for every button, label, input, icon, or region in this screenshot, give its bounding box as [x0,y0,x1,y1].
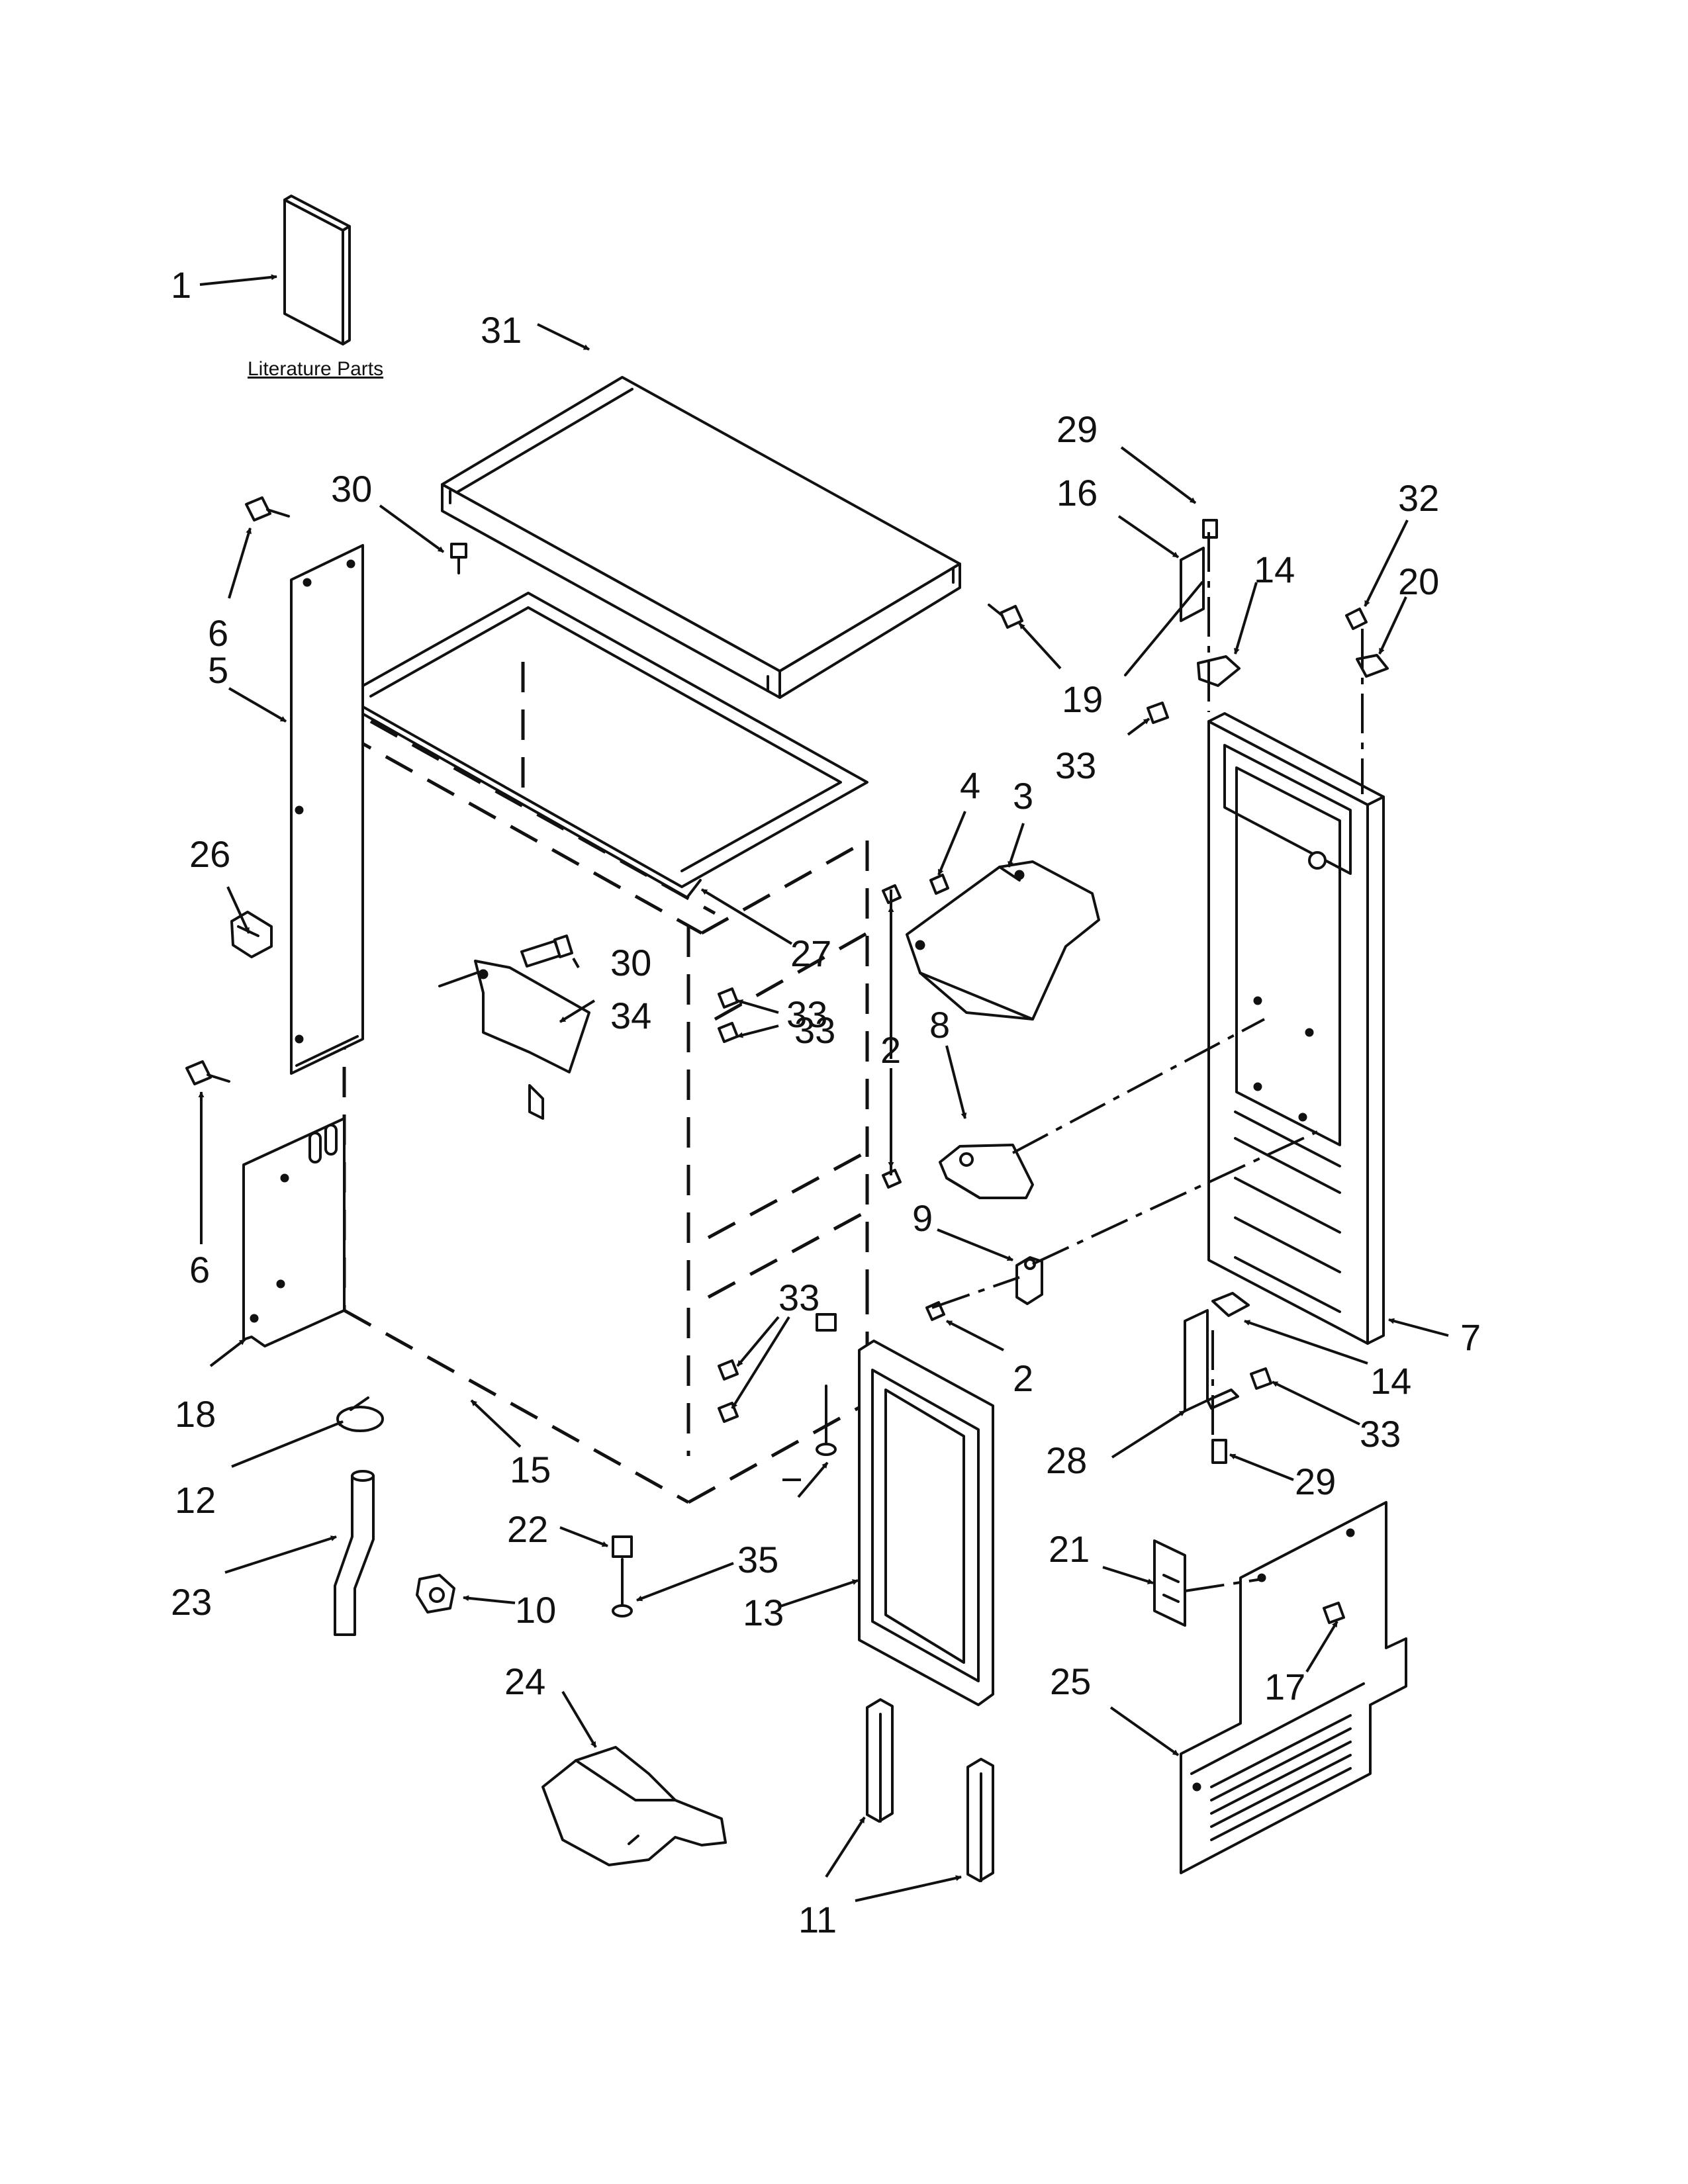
drain-tube [334,1470,375,1636]
tube-clip [230,911,273,958]
callout-19: 19 [1062,678,1103,720]
callout-12: 12 [175,1479,216,1521]
callout-29-bottom: 29 [1295,1461,1336,1502]
callout-3: 3 [1013,775,1033,817]
callout-22: 22 [507,1508,548,1550]
ice-chute [906,860,1100,1021]
screw-6-top [245,496,290,522]
literature-booklet [283,195,351,345]
bottom-hinge [1184,1292,1250,1464]
callout-23: 23 [171,1581,212,1623]
screw-30-middle [520,934,573,968]
plug-22 [612,1535,633,1558]
screw-35-lower [612,1558,633,1617]
leader-arrows [198,274,1449,1902]
left-side-panel [290,544,364,1075]
callout-35: 35 [737,1539,778,1580]
callout-6-top: 6 [208,612,228,654]
toe-kick-bracket [1153,1539,1186,1627]
door-magnet [1015,1256,1043,1305]
literature-parts-caption: Literature Parts [248,358,383,380]
callout-30-top: 30 [331,468,372,510]
callout-27: 27 [790,933,831,974]
callout-6-bottom: 6 [189,1249,210,1291]
callout-33-bottom: 33 [778,1277,820,1318]
callout-2-lower: 2 [1013,1357,1033,1399]
callout-11: 11 [798,1899,837,1940]
top-right-bushing [1345,608,1389,678]
gasket-strip-right [966,1758,994,1882]
callout-18: 18 [175,1393,216,1435]
callout-5: 5 [208,649,228,691]
callout-9: 9 [912,1197,933,1239]
clip-10 [416,1574,455,1614]
callout-10: 10 [515,1589,556,1631]
callout-26: 26 [189,833,230,875]
callout-33-lower: 33 [794,1009,835,1051]
callout-32: 32 [1398,477,1439,519]
spring [929,874,949,895]
callout-4: 4 [960,764,980,806]
callout-16: 16 [1056,472,1098,514]
cabinet-body-dashed [342,662,869,1504]
callout-30-middle: 30 [610,942,651,983]
callout-13: 13 [743,1592,784,1633]
screw-6-bottom [185,1060,230,1085]
callout-labels: 1 31 30 6 5 26 27 30 34 33 33 6 18 15 12… [171,264,1481,1940]
lower-left-panel [242,1117,346,1347]
callout-21: 21 [1049,1528,1090,1570]
callout-8: 8 [929,1004,950,1046]
callout-31: 31 [481,309,522,351]
callout-20: 20 [1398,561,1439,602]
callout-33-hinge-bottom: 33 [1360,1413,1401,1455]
door-gasket [858,1340,994,1706]
alignment-lines [890,532,1364,1592]
callout-2-upper: 2 [880,1029,901,1071]
callout-14-top: 14 [1254,549,1295,590]
callout-25: 25 [1050,1661,1091,1702]
hose-clamp [336,1396,384,1432]
mounting-bracket [438,960,590,1120]
screw-30-top [450,543,467,574]
screw-33-hinge-bottom [1250,1367,1272,1390]
callout-17: 17 [1264,1666,1305,1707]
callout-34: 34 [610,995,651,1036]
screw-19 [988,604,1023,629]
callout-28: 28 [1046,1439,1087,1481]
screw-35-upper [816,1313,837,1456]
callout-14-bottom: 14 [1370,1360,1411,1402]
vent-slots [1210,1714,1352,1841]
gasket-strip-left [866,1698,894,1823]
callout-24: 24 [504,1661,545,1702]
callout-33-hinge-top: 33 [1055,745,1096,786]
callout-29-top: 29 [1056,408,1098,450]
ice-scoop [541,1746,727,1866]
callout-7: 7 [1460,1316,1481,1358]
screw-33-hinge-top [1147,702,1169,724]
top-cover [441,376,961,699]
callout-1: 1 [171,264,191,306]
front-grille-panel [1180,1501,1407,1874]
door-panel [1207,712,1385,1345]
switch-housing [939,1144,1034,1199]
screw-17 [1323,1602,1345,1624]
top-hinge [1124,519,1241,687]
callout-33-upper: 33 [786,993,827,1035]
callout-15: 15 [510,1449,551,1490]
screws-33-center [718,987,739,1423]
